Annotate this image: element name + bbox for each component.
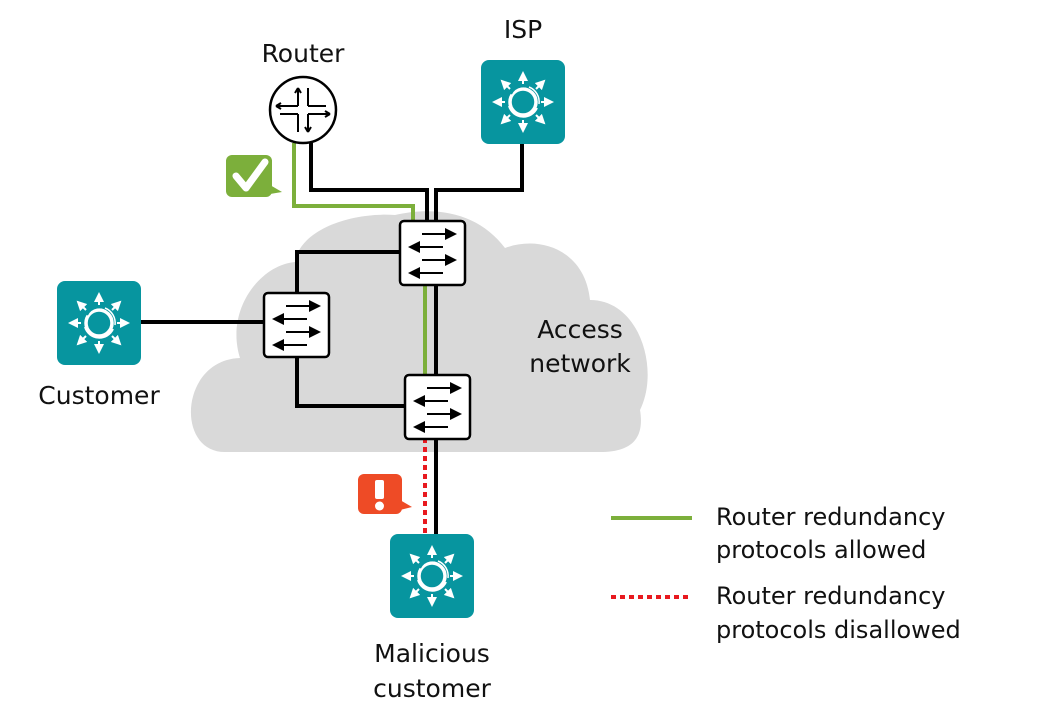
switch-bottom-icon[interactable] <box>405 375 470 439</box>
legend-allowed-line2: protocols allowed <box>716 536 926 564</box>
link-router-switch-top <box>309 143 429 221</box>
link-switch-top-switch-left <box>295 250 401 293</box>
router-icon <box>268 75 338 145</box>
legend-disallowed-line2: protocols disallowed <box>716 616 961 644</box>
customer-node[interactable]: Customer <box>38 281 160 410</box>
switch-left-icon[interactable] <box>264 293 329 357</box>
access-network-cloud <box>190 211 648 452</box>
router-label: Router <box>262 39 346 68</box>
customer-label: Customer <box>38 381 160 410</box>
link-isp-switch-top <box>434 143 524 221</box>
disallowed-badge <box>358 474 412 514</box>
allowed-path <box>292 143 427 375</box>
link-switch-left-switch-bottom <box>295 356 406 408</box>
wireless-hub-icon <box>390 534 474 618</box>
legend-allowed-line1: Router redundancy <box>716 503 945 531</box>
isp-node[interactable]: ISP <box>481 15 565 144</box>
legend: Router redundancy protocols allowed Rout… <box>611 503 961 644</box>
cloud-label-line2: network <box>529 349 631 378</box>
wireless-hub-icon <box>57 281 141 365</box>
malicious-customer-node[interactable]: Malicious customer <box>373 534 492 703</box>
wireless-hub-icon <box>481 60 565 144</box>
checkmark-icon <box>232 158 269 192</box>
links <box>140 143 524 535</box>
cloud-label-line1: Access <box>537 315 623 344</box>
malicious-label-line1: Malicious <box>374 639 490 668</box>
malicious-label-line2: customer <box>373 674 491 703</box>
isp-label: ISP <box>504 15 542 44</box>
legend-disallowed-line1: Router redundancy <box>716 582 945 610</box>
switch-top-icon[interactable] <box>400 221 465 285</box>
exclamation-icon <box>375 480 384 499</box>
router-node[interactable]: Router <box>262 39 346 145</box>
allowed-badge <box>226 155 282 197</box>
